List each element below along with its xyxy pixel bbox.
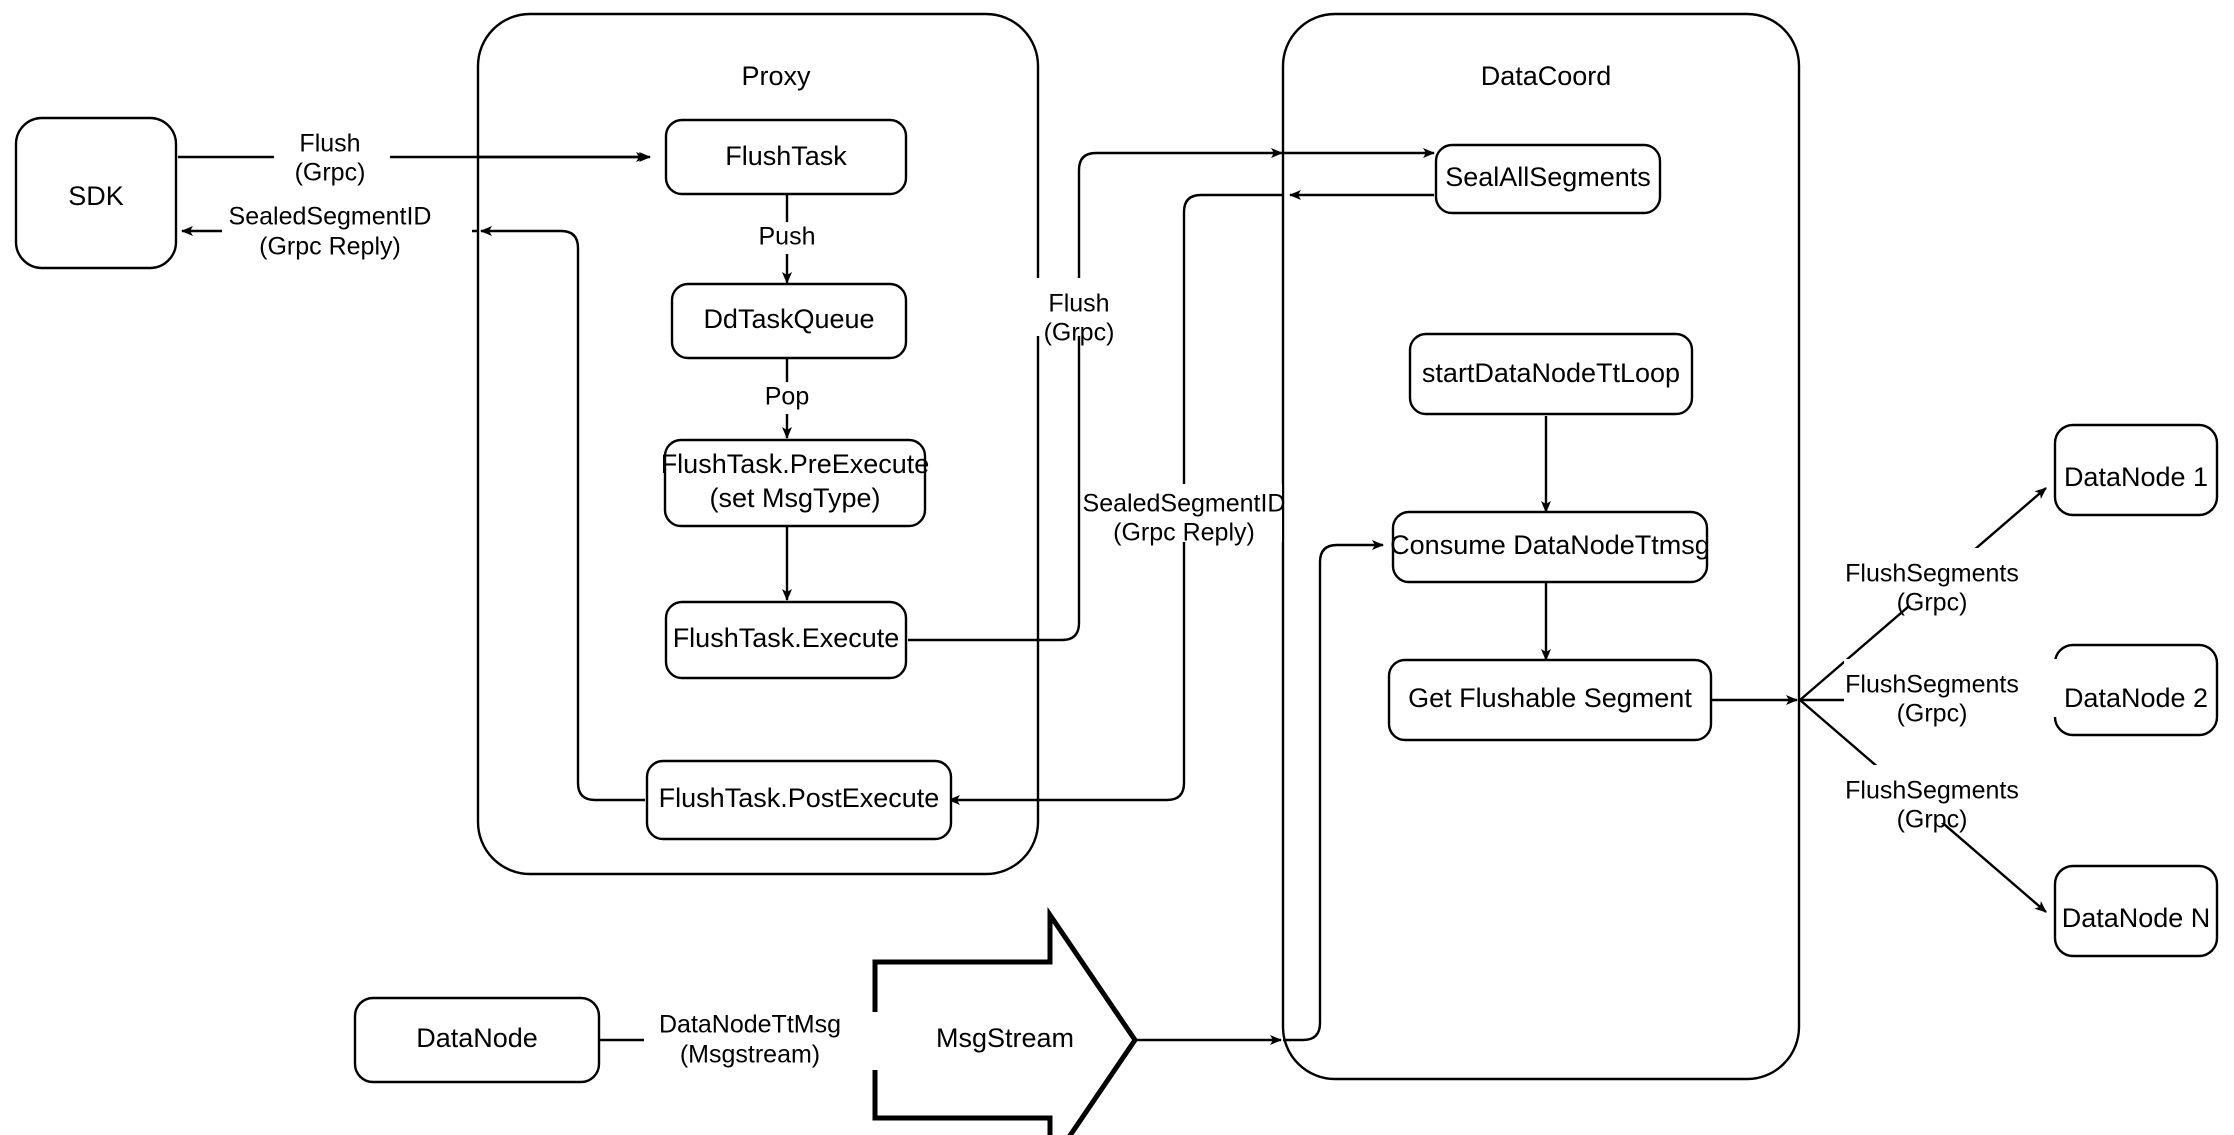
node-flushtask-preexecute-line1: FlushTask.PreExecute <box>661 449 930 479</box>
edge-label-sdk-sealed-line2: (Grpc Reply) <box>259 233 401 261</box>
edge-label-bg-proxy-flush <box>1022 278 1136 336</box>
node-get-flushable-segment-label: Get Flushable Segment <box>1408 683 1692 713</box>
edge-label-flush-dnn-line1: FlushSegments <box>1845 777 2019 805</box>
edge-label-datanodettmsg-line2: (Msgstream) <box>680 1041 820 1069</box>
edge-label-bg-flush-dnn <box>1844 765 2064 823</box>
node-datanode-2-label: DataNode 2 <box>2064 683 2208 713</box>
group-datacoord-label: DataCoord <box>1481 61 1612 91</box>
node-ddtaskqueue[interactable] <box>670 282 908 360</box>
edge-label-sdk-flush-line2: (Grpc) <box>295 159 366 187</box>
node-msgstream-label: MsgStream <box>936 1023 1074 1053</box>
edge-label-bg-datanodettmsg <box>644 1012 878 1070</box>
node-datanode-1[interactable] <box>2053 423 2219 517</box>
node-datanode-n[interactable] <box>2053 864 2219 958</box>
node-ddtaskqueue-label: DdTaskQueue <box>703 304 874 334</box>
node-flushtask[interactable] <box>664 118 908 196</box>
node-datanode-n-label: DataNode N <box>2062 903 2211 933</box>
edge-label-bg-sdk-sealed <box>222 204 472 260</box>
node-sdk[interactable] <box>14 116 178 270</box>
node-startdatanodettloop-label: startDataNodeTtLoop <box>1422 358 1680 388</box>
edge-label-bg-push <box>749 222 825 254</box>
node-flushtask-execute[interactable] <box>664 600 908 680</box>
edge-label-flush-dnn-line2: (Grpc) <box>1897 806 1968 834</box>
edge-label-proxy-flush-line1: Flush <box>1048 290 1109 318</box>
node-sdk-label: SDK <box>68 181 124 211</box>
edge-postexecute-to-proxyedge <box>480 226 645 802</box>
node-datanode[interactable] <box>353 996 601 1084</box>
node-msgstream[interactable] <box>872 906 1139 1135</box>
edge-label-bg-datacoord-sealed <box>1086 484 1282 542</box>
edge-label-bg-flush-dn2 <box>1844 659 2064 717</box>
node-flushtask-preexecute[interactable] <box>663 438 927 528</box>
edge-label-sdk-flush-line1: Flush <box>299 130 360 158</box>
edge-label-proxy-flush-line2: (Grpc) <box>1044 319 1115 347</box>
node-consume-datanodettmsg[interactable] <box>1391 510 1709 584</box>
edge-label-bg-flush-dn1 <box>1844 548 2064 606</box>
node-flushtask-label: FlushTask <box>725 141 847 171</box>
edge-label-datacoord-sealed-line1: SealedSegmentID <box>1083 490 1286 518</box>
edge-label-bg-sdk-flush <box>274 131 390 187</box>
node-flushtask-postexecute-label: FlushTask.PostExecute <box>659 783 940 813</box>
edge-label-sdk-sealed-line1: SealedSegmentID <box>229 203 432 231</box>
node-get-flushable-segment[interactable] <box>1387 658 1713 742</box>
edge-datacoordedge-to-consume <box>1283 540 1384 1042</box>
edge-label-pop: Pop <box>765 383 809 411</box>
edge-label-datanodettmsg-line1: DataNodeTtMsg <box>659 1011 841 1039</box>
node-consume-datanodettmsg-label: Consume DataNodeTtmsg <box>1390 530 1710 560</box>
node-datanode-label: DataNode <box>416 1023 538 1053</box>
edge-label-flush-dn2-line1: FlushSegments <box>1845 671 2019 699</box>
node-startdatanodettloop[interactable] <box>1408 332 1694 416</box>
edge-label-bg-pop <box>754 382 820 414</box>
group-proxy-label: Proxy <box>741 61 811 91</box>
node-datanode-1-label: DataNode 1 <box>2064 462 2208 492</box>
edge-label-flush-dn2-line2: (Grpc) <box>1897 700 1968 728</box>
edge-execute-to-sealallsegments <box>908 148 1283 642</box>
node-sealallsegments-label: SealAllSegments <box>1445 162 1651 192</box>
edge-label-flush-dn1-line2: (Grpc) <box>1897 589 1968 617</box>
edge-label-push: Push <box>759 223 816 251</box>
node-flushtask-execute-label: FlushTask.Execute <box>673 623 900 653</box>
node-sealallsegments[interactable] <box>1434 143 1662 215</box>
node-flushtask-preexecute-line2: (set MsgType) <box>709 483 880 513</box>
edge-label-flush-dn1-line1: FlushSegments <box>1845 560 2019 588</box>
node-flushtask-postexecute[interactable] <box>645 759 953 841</box>
edge-label-datacoord-sealed-line2: (Grpc Reply) <box>1113 519 1255 547</box>
